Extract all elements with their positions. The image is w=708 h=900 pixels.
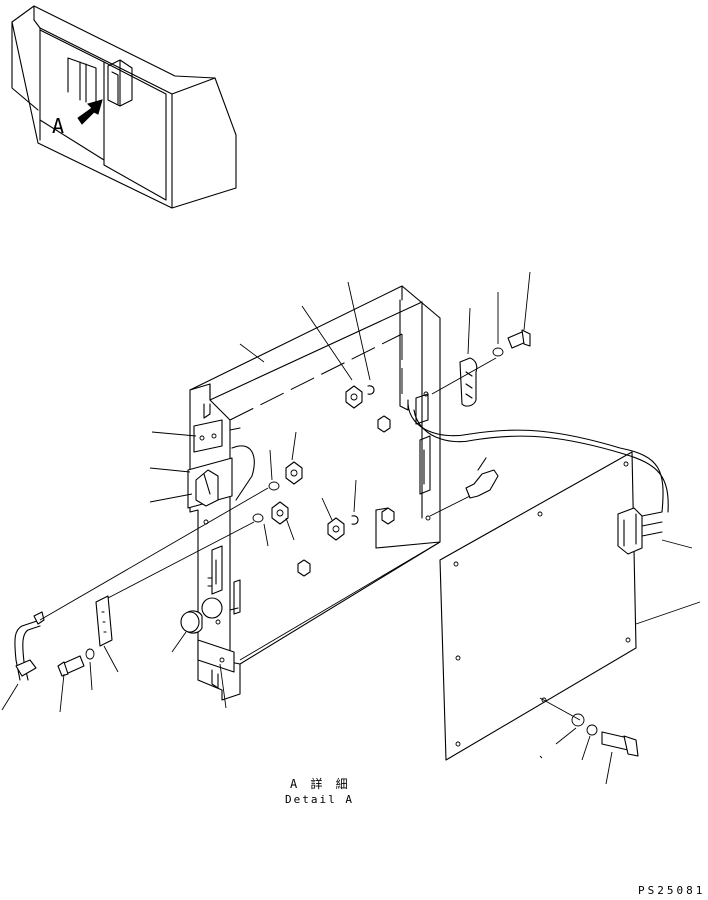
caption-japanese: A 詳 細 — [290, 777, 351, 791]
drawing-code: PS25081 — [638, 884, 706, 897]
caption-english: Detail A — [285, 793, 354, 806]
center-lines — [39, 357, 581, 721]
cover-plate — [407, 403, 669, 761]
fasteners — [14, 329, 639, 757]
inset-view-letter: A — [52, 114, 65, 138]
leader-lines — [1, 271, 701, 785]
inset-housing-view — [11, 5, 237, 209]
view-arrow-icon — [77, 99, 103, 125]
main-bracket — [180, 285, 441, 701]
